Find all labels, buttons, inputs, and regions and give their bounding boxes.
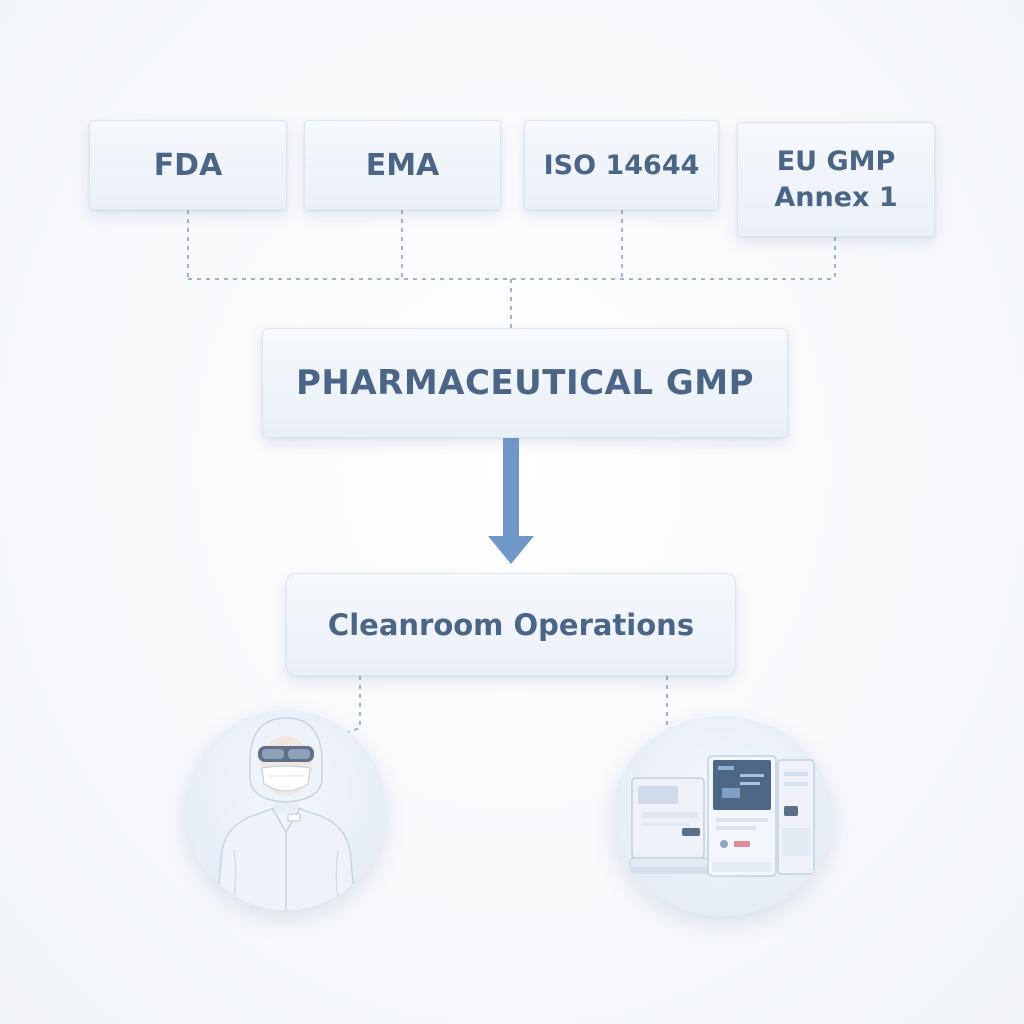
regulator-label: FDA [153, 147, 223, 183]
framework-box: PHARMACEUTICAL GMP [262, 328, 788, 438]
connector-to-worker [347, 676, 361, 733]
operations-label: Cleanroom Operations [327, 607, 695, 642]
regulator-label: EMA [365, 147, 440, 183]
regulator-box-eu-gmp: EU GMP Annex 1 [737, 122, 935, 237]
framework-label: PHARMACEUTICAL GMP [295, 363, 755, 403]
regulator-label: ISO 14644 [543, 149, 700, 181]
cleanroom-equipment-icon [612, 716, 832, 916]
regulator-box-iso: ISO 14644 [524, 120, 719, 210]
connector-to-equipment [666, 676, 681, 731]
regulator-label: EU GMP Annex 1 [774, 145, 898, 213]
regulator-box-fda: FDA [89, 120, 287, 210]
regulator-box-ema: EMA [304, 120, 501, 210]
operations-box: Cleanroom Operations [286, 573, 736, 676]
flow-arrow [488, 438, 534, 564]
cleanroom-worker-icon [186, 710, 386, 910]
